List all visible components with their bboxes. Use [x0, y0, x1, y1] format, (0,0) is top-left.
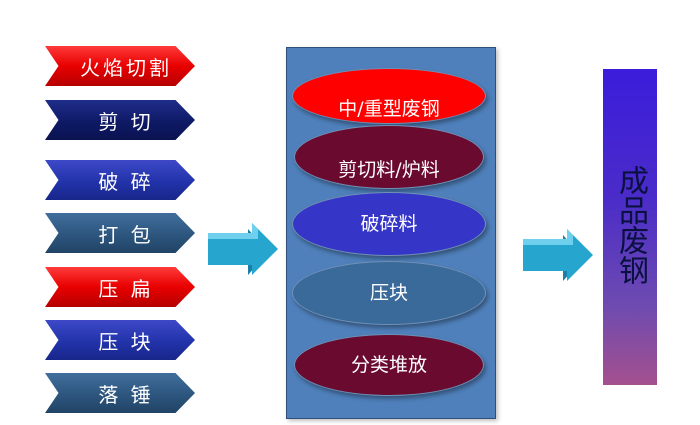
material-label: 分类堆放 — [350, 354, 427, 376]
material-label: 压块 — [369, 282, 408, 304]
material-heavy-scrap: 中/重型废钢 — [292, 68, 486, 124]
process-label: 打 包 — [98, 222, 154, 247]
process-label: 破 碎 — [98, 169, 154, 194]
material-label: 剪切料/炉料 — [338, 159, 440, 181]
process-flame-cutting: 火焰切割 — [45, 46, 195, 86]
flow-arrow-icon — [523, 229, 593, 281]
process-baling: 打 包 — [45, 213, 195, 253]
material-sheared-charge: 剪切料/炉料 — [294, 125, 484, 189]
material-label: 破碎料 — [360, 213, 418, 235]
process-label: 压 扁 — [98, 276, 154, 301]
material-briquette: 压块 — [292, 261, 486, 325]
process-label: 压 块 — [98, 329, 154, 354]
process-label: 剪 切 — [98, 109, 154, 134]
material-label: 中/重型废钢 — [338, 98, 440, 120]
process-shearing: 剪 切 — [45, 100, 195, 140]
process-label: 落 锤 — [98, 382, 154, 407]
flow-arrow-icon — [208, 223, 278, 275]
process-label: 火焰切割 — [80, 55, 172, 80]
process-shredding: 破 碎 — [45, 160, 195, 200]
product-label: 成品废钢 — [613, 165, 648, 285]
material-shredded: 破碎料 — [292, 192, 486, 256]
process-drop-hammer: 落 锤 — [45, 373, 195, 413]
process-flattening: 压 扁 — [45, 267, 195, 307]
finished-scrap-bar: 成品废钢 — [603, 69, 657, 385]
process-briquetting: 压 块 — [45, 320, 195, 360]
material-sorted-stacking: 分类堆放 — [294, 334, 484, 396]
